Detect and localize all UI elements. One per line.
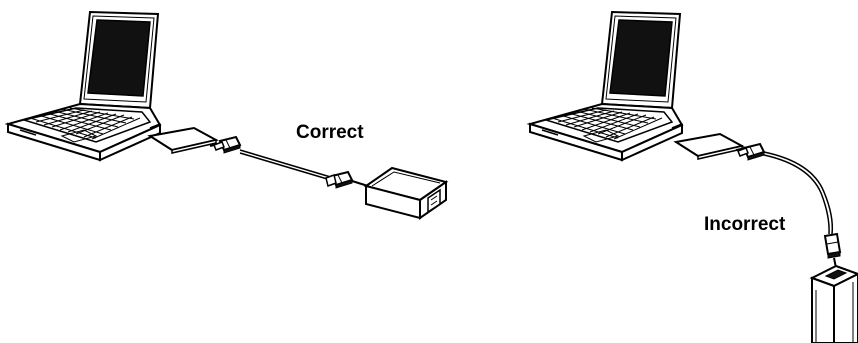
ferrite-core-icon [825,234,840,258]
correct-label: Correct [296,122,364,144]
laptop-icon [530,12,682,160]
correct-setup [8,12,446,218]
incorrect-setup [530,12,858,343]
ac-adapter-icon [366,168,446,218]
ac-adapter-icon [812,266,858,343]
incorrect-label: Incorrect [704,214,785,236]
pc-card-icon [676,134,742,159]
laptop-icon [8,12,160,160]
